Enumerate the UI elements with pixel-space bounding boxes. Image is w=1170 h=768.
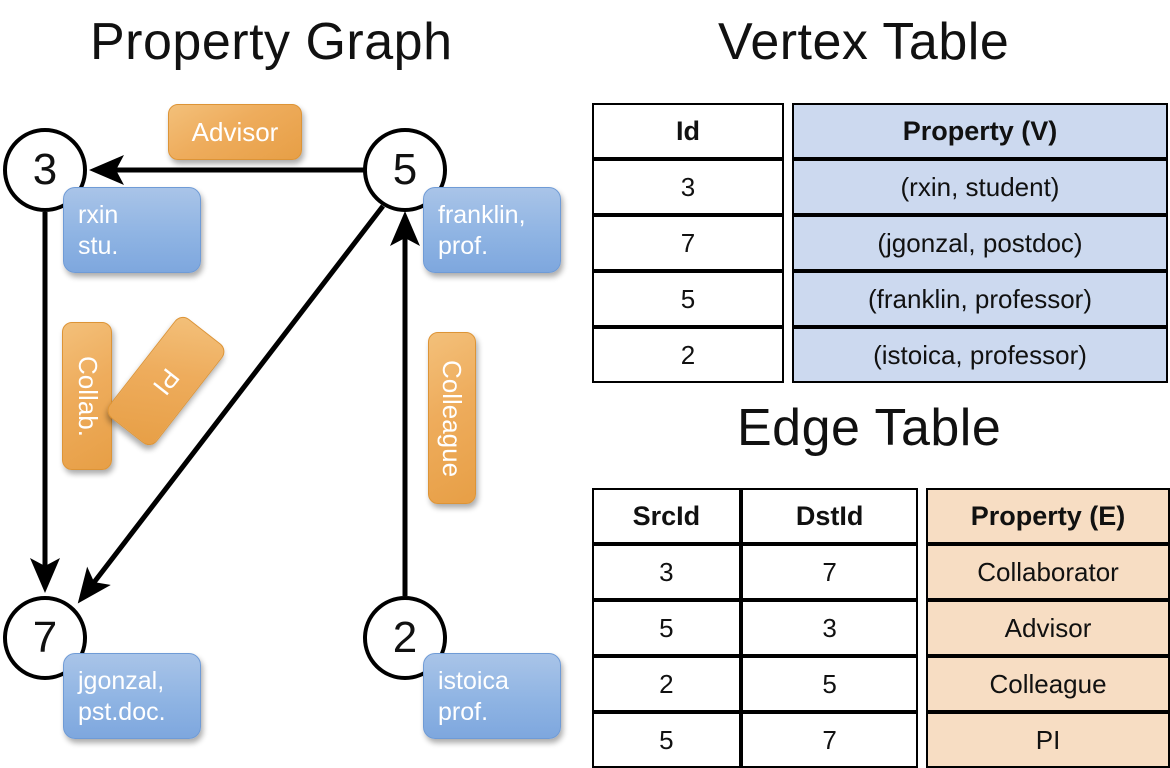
edge-label-advisor-text: Advisor	[191, 116, 279, 147]
property-graph-diagram: 3 5 7 2 rxin stu. franklin, prof. jgonza…	[0, 0, 585, 760]
graph-node-5-label: 5	[392, 145, 418, 194]
edge-table-header-dstid: DstId	[740, 488, 919, 544]
vertex-property-box-franklin[interactable]: franklin, prof.	[423, 187, 561, 273]
vertex-property-box-rxin[interactable]: rxin stu.	[63, 187, 201, 273]
graph-node-5[interactable]: 5	[363, 128, 447, 212]
graph-node-2[interactable]: 2	[363, 596, 447, 680]
edge-label-colleague-text: Colleague	[437, 359, 468, 477]
vertex-table-header-property: Property (V)	[792, 103, 1168, 159]
vertex-property-rxin-line2: stu.	[78, 232, 119, 261]
table-row[interactable]: 5 (franklin, professor)	[592, 271, 1168, 327]
edge-cell-property: Colleague	[926, 656, 1170, 712]
vertex-property-box-istoica[interactable]: istoica prof.	[423, 653, 561, 739]
edge-table-column-gap	[918, 488, 926, 544]
vertex-property-franklin-line1: franklin,	[438, 201, 526, 229]
vertex-property-istoica-line2: prof.	[438, 698, 489, 727]
vertex-property-rxin-line1: rxin	[78, 201, 119, 229]
edge-table-column-gap	[918, 656, 926, 712]
edge-label-colleague[interactable]: Colleague	[428, 332, 476, 504]
edge-cell-dst: 5	[740, 656, 919, 712]
table-row[interactable]: 2 5 Colleague	[592, 656, 1170, 712]
edge-table: SrcId DstId Property (E) 3 7 Collaborato…	[592, 488, 1170, 768]
edge-table-column-gap	[918, 544, 926, 600]
vertex-cell-property: (rxin, student)	[792, 159, 1168, 215]
edge-cell-src: 5	[592, 712, 741, 768]
vertex-property-jgonzal-line2: pst.doc.	[78, 698, 166, 727]
page-title-property-graph: Property Graph	[90, 13, 453, 71]
edge-table-header-srcid: SrcId	[592, 488, 741, 544]
vertex-table-column-gap	[784, 271, 792, 327]
graph-node-3-label: 3	[32, 145, 58, 194]
vertex-cell-id: 3	[592, 159, 784, 215]
edge-table-header-row: SrcId DstId Property (E)	[592, 488, 1170, 544]
edge-label-collab[interactable]: Collab.	[62, 322, 112, 470]
graph-node-7-label: 7	[32, 613, 58, 662]
vertex-table-header-row: Id Property (V)	[592, 103, 1168, 159]
edge-label-advisor[interactable]: Advisor	[168, 104, 302, 160]
vertex-cell-property: (jgonzal, postdoc)	[792, 215, 1168, 271]
edge-5-to-7	[77, 204, 385, 604]
vertex-table-column-gap	[784, 327, 792, 383]
edge-cell-property: Collaborator	[926, 544, 1170, 600]
vertex-table: Id Property (V) 3 (rxin, student) 7 (jgo…	[592, 103, 1168, 383]
vertex-property-box-jgonzal[interactable]: jgonzal, pst.doc.	[63, 653, 201, 739]
edge-cell-dst: 3	[740, 600, 919, 656]
edge-cell-src: 2	[592, 656, 741, 712]
vertex-property-jgonzal-line1: jgonzal,	[78, 667, 165, 695]
graph-node-2-label: 2	[392, 613, 418, 662]
edge-cell-property: Advisor	[926, 600, 1170, 656]
edge-cell-src: 3	[592, 544, 741, 600]
vertex-table-column-gap	[784, 215, 792, 271]
table-row[interactable]: 7 (jgonzal, postdoc)	[592, 215, 1168, 271]
table-row[interactable]: 3 (rxin, student)	[592, 159, 1168, 215]
vertex-cell-id: 2	[592, 327, 784, 383]
edge-cell-src: 5	[592, 600, 741, 656]
edge-table-header-property: Property (E)	[926, 488, 1170, 544]
vertex-cell-property: (istoica, professor)	[792, 327, 1168, 383]
vertex-cell-id: 7	[592, 215, 784, 271]
vertex-table-column-gap	[784, 103, 792, 159]
vertex-property-franklin-line2: prof.	[438, 232, 489, 261]
vertex-table-header-id: Id	[592, 103, 784, 159]
vertex-property-istoica-line1: istoica	[438, 667, 509, 695]
edge-cell-dst: 7	[740, 712, 919, 768]
table-row[interactable]: 5 3 Advisor	[592, 600, 1170, 656]
page-title-vertex-table: Vertex Table	[718, 13, 1010, 71]
edge-table-column-gap	[918, 600, 926, 656]
vertex-table-column-gap	[784, 159, 792, 215]
edge-label-pi-text: PI	[147, 362, 186, 401]
graph-edges-svg	[30, 155, 420, 604]
table-row[interactable]: 3 7 Collaborator	[592, 544, 1170, 600]
table-row[interactable]: 5 7 PI	[592, 712, 1170, 768]
vertex-cell-property: (franklin, professor)	[792, 271, 1168, 327]
table-row[interactable]: 2 (istoica, professor)	[592, 327, 1168, 383]
edge-label-collab-text: Collab.	[72, 355, 103, 437]
edge-cell-dst: 7	[740, 544, 919, 600]
page-title-edge-table: Edge Table	[737, 399, 1002, 457]
vertex-cell-id: 5	[592, 271, 784, 327]
